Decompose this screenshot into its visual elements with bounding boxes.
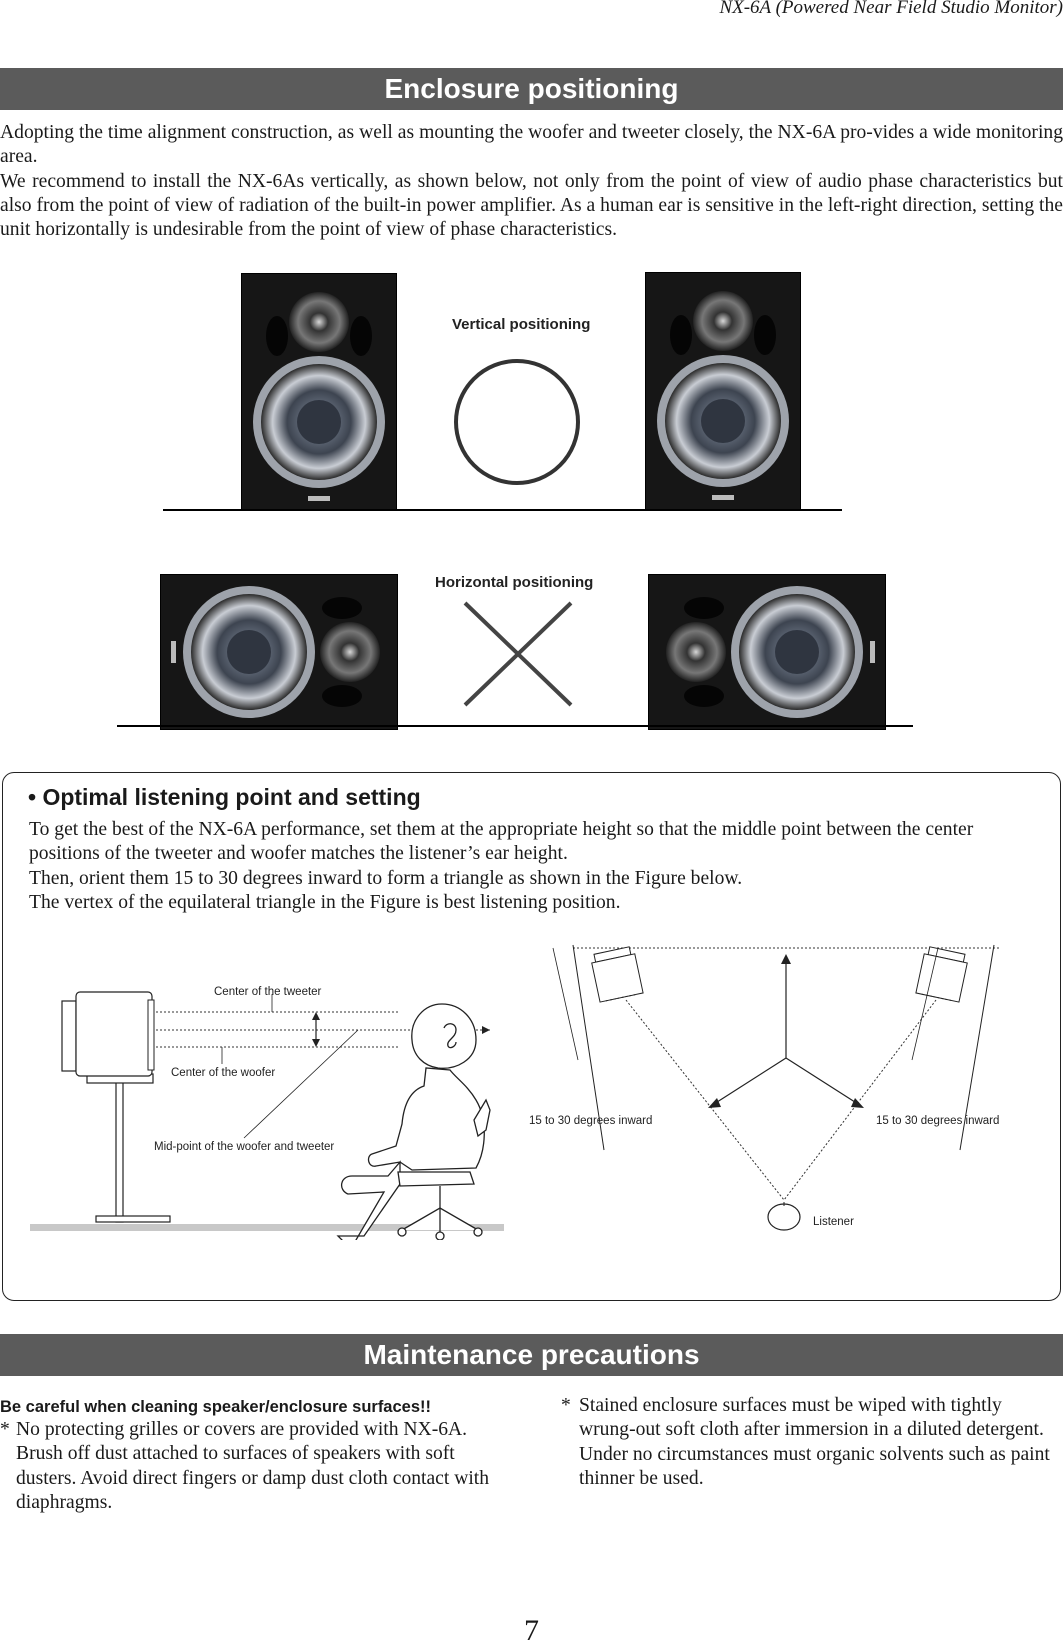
cleaning-heading: Be careful when cleaning speaker/enclosu… — [0, 1398, 432, 1416]
top-view-diagram — [552, 944, 1000, 1231]
page-number: 7 — [524, 1614, 539, 1647]
running-header: NX-6A (Powered Near Field Studio Monitor… — [719, 0, 1063, 18]
maintenance-note-2: * Stained enclosure surfaces must be wip… — [561, 1394, 1057, 1491]
correct-mark-icon — [454, 359, 580, 485]
midpoint-label: Mid-point of the woofer and tweeter — [154, 1141, 335, 1153]
vertical-speaker-right — [645, 272, 801, 511]
bullet-marker: * — [0, 1419, 10, 1440]
horizontal-positioning-label: Horizontal positioning — [435, 574, 594, 591]
listening-paragraph-2: Then, orient them 15 to 30 degrees inwar… — [29, 867, 743, 889]
side-view-diagram — [30, 991, 504, 1240]
note-1-text: No protecting grilles or covers are prov… — [16, 1419, 490, 1513]
maintenance-note-1: * No protecting grilles or covers are pr… — [0, 1418, 504, 1515]
horizontal-ground-line — [117, 725, 913, 727]
section-title-enclosure: Enclosure positioning — [0, 68, 1063, 110]
note-2-text: Stained enclosure surfaces must be wiped… — [579, 1395, 1050, 1489]
left-angle-label: 15 to 30 degrees inward — [529, 1115, 653, 1127]
listening-paragraph-3: The vertex of the equilateral triangle i… — [29, 891, 621, 913]
vertical-positioning-label: Vertical positioning — [452, 316, 591, 333]
section-title-maintenance: Maintenance precautions — [0, 1334, 1063, 1376]
listening-setting-box — [2, 772, 1061, 1301]
listening-setting-title: • Optimal listening point and setting — [28, 784, 421, 810]
vertical-ground-line — [163, 509, 842, 511]
bullet-marker: * — [561, 1395, 571, 1416]
listening-text: To get the best of the NX-6A performance… — [29, 818, 1039, 915]
enclosure-paragraph-1: Adopting the time alignment construction… — [0, 122, 1063, 168]
enclosure-text: Adopting the time alignment construction… — [0, 121, 1063, 242]
listening-paragraph-1: To get the best of the NX-6A performance… — [29, 819, 974, 865]
listener-label: Listener — [813, 1216, 854, 1228]
woofer-center-label: Center of the woofer — [171, 1067, 276, 1079]
incorrect-mark-icon — [463, 601, 573, 707]
horizontal-speaker-right — [648, 574, 886, 730]
tweeter-center-label: Center of the tweeter — [214, 986, 322, 998]
vertical-speaker-left — [241, 273, 397, 511]
enclosure-paragraph-2: We recommend to install the NX-6As verti… — [0, 170, 1063, 241]
right-angle-label: 15 to 30 degrees inward — [876, 1115, 1000, 1127]
horizontal-speaker-left — [160, 574, 398, 730]
